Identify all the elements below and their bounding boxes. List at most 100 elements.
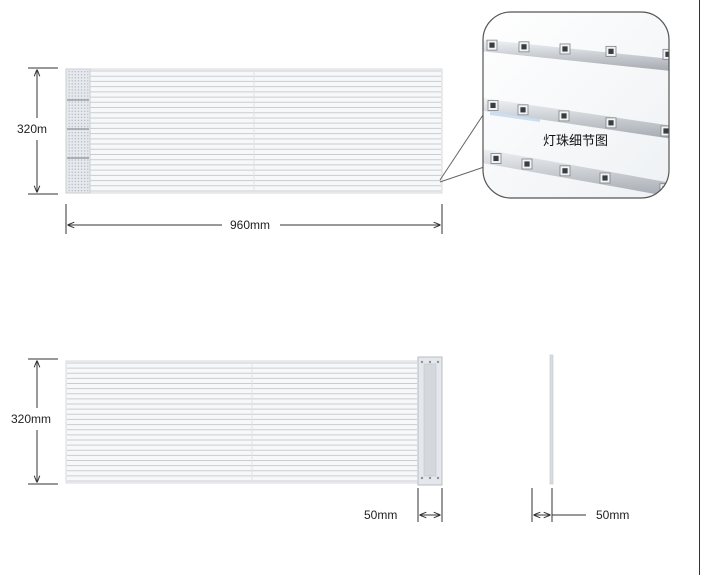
module-dot <box>74 74 76 76</box>
module-dot <box>80 104 83 106</box>
module-dot <box>80 80 83 82</box>
module-dot <box>68 132 70 134</box>
module-dot <box>74 183 76 186</box>
module-dot <box>80 186 83 189</box>
leader-line <box>439 165 488 183</box>
module-dot <box>87 119 89 122</box>
module-dot <box>80 122 83 125</box>
side-profile <box>549 354 554 485</box>
module-dot <box>71 138 73 140</box>
module-dot <box>87 165 89 167</box>
module-dot <box>77 153 80 155</box>
module-dot <box>68 153 70 155</box>
module-dot <box>71 122 73 125</box>
module-dot <box>68 174 70 176</box>
module-dot <box>74 92 76 94</box>
module-dot <box>77 125 80 128</box>
module-dot <box>87 77 89 79</box>
led-beads <box>464 39 669 195</box>
module-dot <box>71 104 73 106</box>
control-box-screws <box>420 360 440 480</box>
module-dot <box>71 183 73 186</box>
module-dot <box>74 101 76 103</box>
led-bead-chip <box>490 102 496 108</box>
led-bead-chip <box>561 113 567 119</box>
module-dot <box>80 119 83 122</box>
bottom-depth-label: 50mm <box>364 508 397 522</box>
module-dot <box>71 177 73 180</box>
module-dot <box>74 159 76 161</box>
module-dot <box>74 119 76 122</box>
side-view: 50mm <box>531 354 629 522</box>
module-dot <box>80 132 83 134</box>
module-dot <box>74 110 76 112</box>
module-dot <box>87 135 89 137</box>
dimension-bottom-height: 320mm <box>11 358 58 485</box>
detail-frame-border <box>482 11 670 199</box>
module-dot <box>84 74 86 76</box>
module-dot <box>71 147 73 149</box>
module-dot <box>68 101 70 103</box>
module-dot <box>77 113 80 115</box>
module-dot <box>87 110 89 112</box>
module-dot <box>87 116 89 119</box>
module-dot <box>71 135 73 137</box>
module-dot <box>71 101 73 103</box>
module-dot <box>84 119 86 122</box>
module-dot <box>87 74 89 76</box>
module-dot <box>80 77 83 79</box>
module-dot <box>80 135 83 137</box>
leader-line <box>439 111 486 181</box>
led-detail-callout: 灯珠细节图 <box>464 11 670 199</box>
module-dot <box>87 122 89 125</box>
module-dot <box>68 156 70 158</box>
module-dot <box>87 168 89 170</box>
module-dot <box>87 86 89 88</box>
module-dot <box>71 80 73 82</box>
module-dot <box>74 132 76 134</box>
led-bead-chip <box>562 168 568 174</box>
module-dot <box>80 71 83 73</box>
module-dot <box>80 138 83 140</box>
module-dot <box>80 89 83 91</box>
module-dot <box>80 74 83 76</box>
module-dot <box>71 92 73 94</box>
module-dot <box>84 104 86 106</box>
module-dot <box>68 189 70 192</box>
led-bead-housing <box>464 149 474 159</box>
module-dot <box>80 189 83 192</box>
module-dot <box>77 119 80 122</box>
module-dot <box>84 189 86 192</box>
module-dot <box>77 71 80 73</box>
detail-closeup <box>464 38 669 198</box>
module-dot <box>84 174 86 176</box>
screw <box>428 360 432 364</box>
module-dot <box>84 153 86 155</box>
module-dot <box>71 83 73 85</box>
module-dot <box>80 156 83 158</box>
module-dot <box>74 162 76 164</box>
module-dot <box>68 80 70 82</box>
module-dot <box>80 141 83 143</box>
module-dot <box>87 125 89 128</box>
top-width-label: 960mm <box>230 218 270 232</box>
led-bead-chip <box>663 128 669 134</box>
module-dot <box>84 92 86 94</box>
module-dot <box>80 92 83 94</box>
module-dot <box>87 144 89 146</box>
module-dot <box>77 74 80 76</box>
module-dot <box>71 156 73 158</box>
module-dot <box>87 95 89 97</box>
module-dot <box>80 116 83 119</box>
module-dot <box>71 132 73 134</box>
module-dot <box>84 86 86 88</box>
module-dot <box>77 83 80 85</box>
module-dot <box>71 107 73 109</box>
module-dot <box>77 180 80 183</box>
module-dot <box>80 180 83 183</box>
module-dot <box>77 122 80 125</box>
module-dot <box>84 83 86 85</box>
module-dot <box>71 89 73 91</box>
module-dot <box>77 101 80 103</box>
module-dot <box>87 147 89 149</box>
